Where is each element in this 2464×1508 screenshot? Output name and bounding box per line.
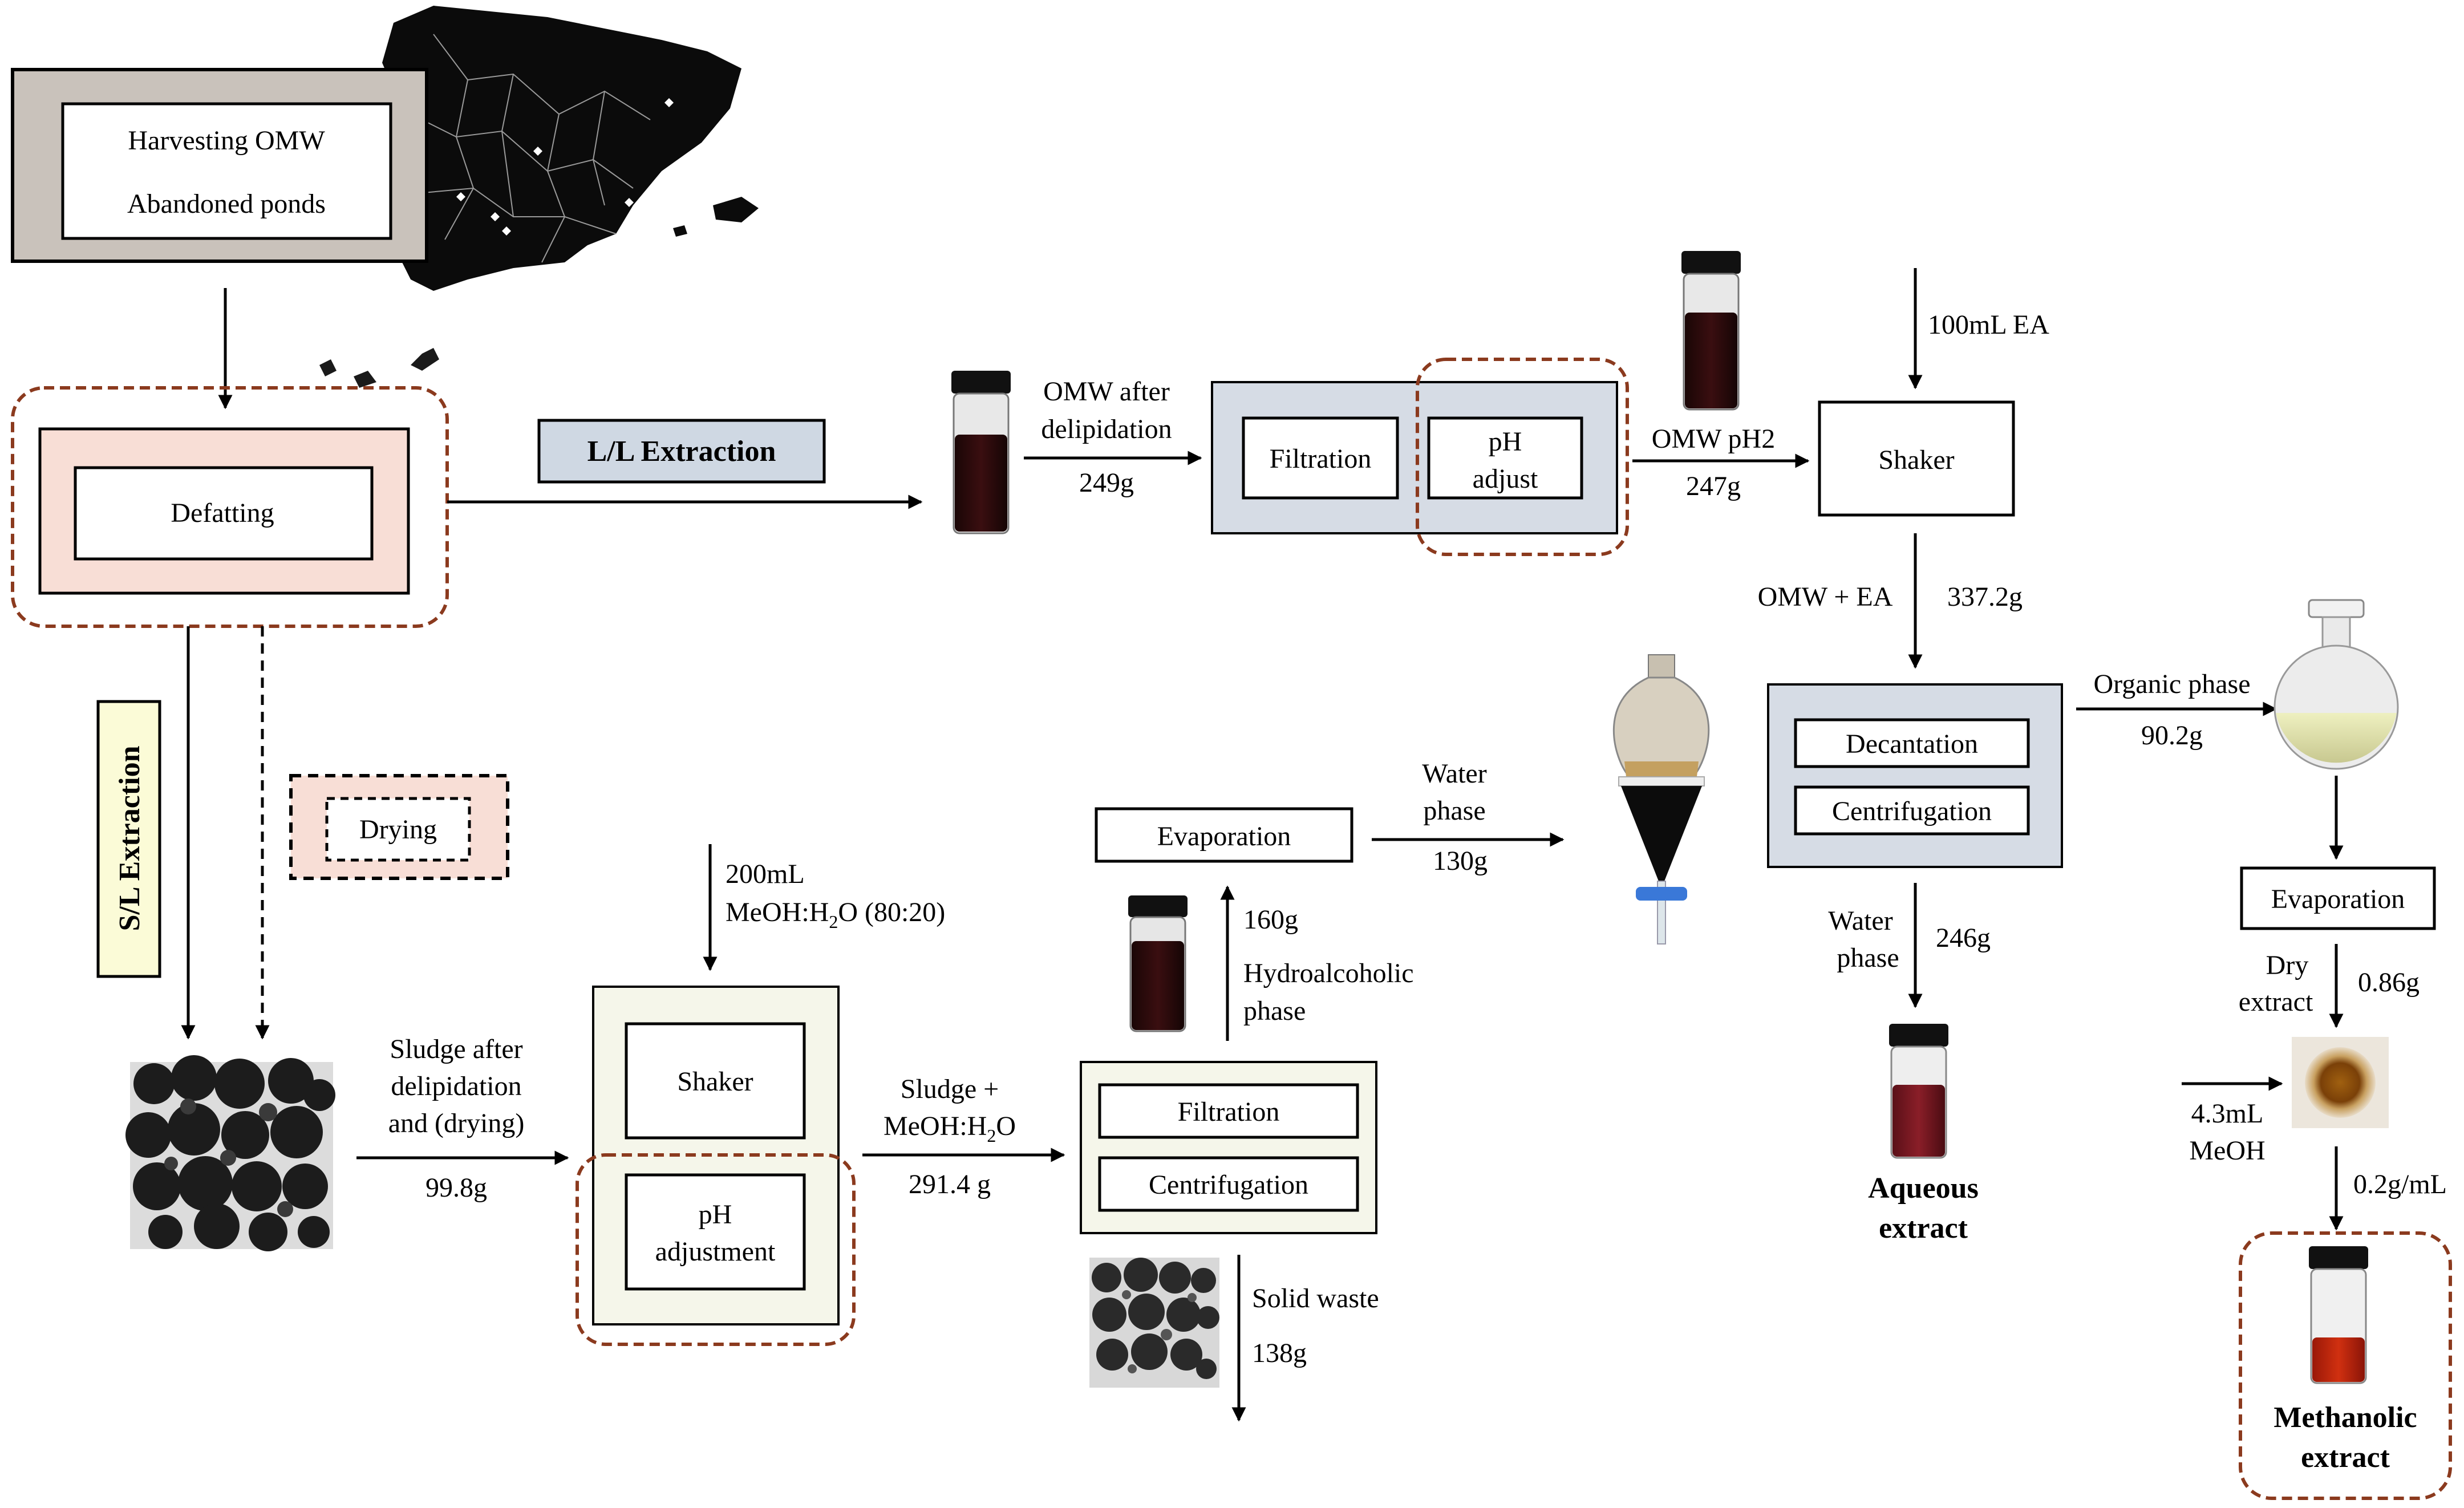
methanolic-dashed-border [2239,1231,2452,1500]
sl-extraction-label: S/L Extraction [114,745,146,931]
solid-waste-mass: 138g [1252,1338,1307,1368]
meoh-line2: MeOH [2189,1136,2265,1166]
sludge-mass: 99.8g [425,1173,487,1203]
ll-decantation-label: Decantation [1846,729,1978,759]
sl-ph-line2: adjustment [655,1237,776,1267]
ll-centrifugation-box [1794,785,2030,836]
ll-ph-line1: pH [1489,427,1522,457]
sl-shaker-label: Shaker [677,1067,753,1097]
mix-line1: Sludge + [901,1074,999,1104]
hydro-line1: Hydroalcoholic [1243,958,1414,988]
sl-ph-dashed-border [576,1153,856,1346]
solvent-line2: MeOH:H2O (80:20) [726,897,945,932]
aqueous-line1: Aqueous [1868,1172,1979,1205]
ll-water-mass: 246g [1936,923,1991,953]
vial-icon [2309,1246,2368,1384]
ll-ph-box [1427,416,1583,500]
round-flask-icon [2273,599,2399,770]
sl-water-line2: phase [1423,796,1485,826]
ll-shaker-label: Shaker [1878,445,1954,475]
sl-ph-box [625,1173,806,1291]
dry-extract-dish-icon [2292,1037,2389,1128]
drying-label: Drying [359,814,437,845]
hydro-line2: phase [1243,996,1306,1026]
sludge-photo-icon [125,1055,335,1251]
harvest-line1: Harvesting OMW [128,125,325,156]
vial-icon [951,371,1011,534]
sl-water-mass: 130g [1433,846,1488,876]
aqueous-line2: extract [1879,1212,1968,1244]
spain-map-icon [319,6,759,388]
sl-extraction-label-box [96,700,161,978]
dry-line1: Dry [2266,950,2309,980]
ll-separation-box [1767,683,2063,868]
mix-line2: MeOH:H2O [884,1111,1016,1146]
ll-decantation-box [1794,718,2030,768]
sl-evaporation-label: Evaporation [1157,821,1291,852]
sludge-label-line1: Sludge after [390,1034,522,1064]
harvest-line2: Abandoned ponds [127,189,326,219]
defatting-label: Defatting [171,498,274,528]
sl-evaporation-box [1095,807,1353,863]
sl-shaker-box [625,1022,806,1140]
ll-filtration-box [1242,416,1399,500]
vial-icon [1128,895,1188,1032]
dry-mass: 0.86g [2358,967,2420,998]
drying-inner-box [325,797,471,862]
ll-ph-dashed-border [1416,358,1629,556]
ll-evaporation-label: Evaporation [2271,884,2405,914]
ll-water-line1: Water [1828,906,1892,936]
vial-icon [1681,251,1741,411]
sludge-label-line2: delipidation [391,1071,521,1101]
separatory-funnel-icon [1612,654,1710,944]
defatting-box [74,466,374,561]
hydro-mass: 160g [1243,905,1298,935]
ll-shaker-box [1818,400,2015,517]
omw-ea-mass: 337.2g [1947,582,2023,612]
meoh-line1: 4.3mL [2191,1098,2264,1129]
omw-after-mass: 249g [1079,468,1134,498]
solid-waste-label: Solid waste [1252,1283,1379,1314]
methanolic-line1: Methanolic [2273,1401,2417,1434]
map-markers [456,98,674,236]
sl-centrifugation-label: Centrifugation [1149,1170,1308,1200]
concentration-label: 0.2g/mL [2353,1169,2447,1199]
omw-ph2-label: OMW pH2 [1652,424,1775,454]
ll-water-line2: phase [1837,943,1899,973]
harvest-box: Harvesting OMW Abandoned ponds [11,68,428,263]
defatting-dashed-border [11,386,449,628]
ea-in-label: 100mL EA [1928,310,2049,340]
omw-after-line1: OMW after [1043,376,1170,407]
organic-mass: 90.2g [2141,720,2203,751]
ll-ph-line2: adjust [1473,464,1538,494]
sl-water-line1: Water [1422,759,1486,789]
ll-extraction-label: L/L Extraction [587,435,776,468]
solvent-line1: 200mL [726,859,805,889]
mix-mass: 291.4 g [909,1169,991,1199]
dry-line2: extract [2239,987,2313,1017]
ll-evaporation-box [2240,866,2436,930]
vial-icon [1889,1024,1948,1159]
omw-after-line2: delipidation [1041,414,1172,444]
sl-centrifugation-box [1098,1156,1359,1212]
sl-ph-line1: pH [699,1199,732,1230]
omw-ea-label: OMW + EA [1758,582,1893,612]
solid-waste-photo-icon [1089,1258,1219,1388]
methanolic-line2: extract [2301,1441,2390,1474]
sl-filtration-label: Filtration [1178,1097,1280,1127]
ll-filtration-label: Filtration [1270,444,1372,474]
sludge-label-line3: and (drying) [388,1108,525,1138]
sl-filtration-box [1098,1083,1359,1139]
omw-ph2-mass: 247g [1686,471,1741,501]
ll-centrifugation-label: Centrifugation [1832,796,1992,826]
organic-phase-label: Organic phase [2093,669,2250,699]
ll-extraction-label-box [537,419,826,484]
